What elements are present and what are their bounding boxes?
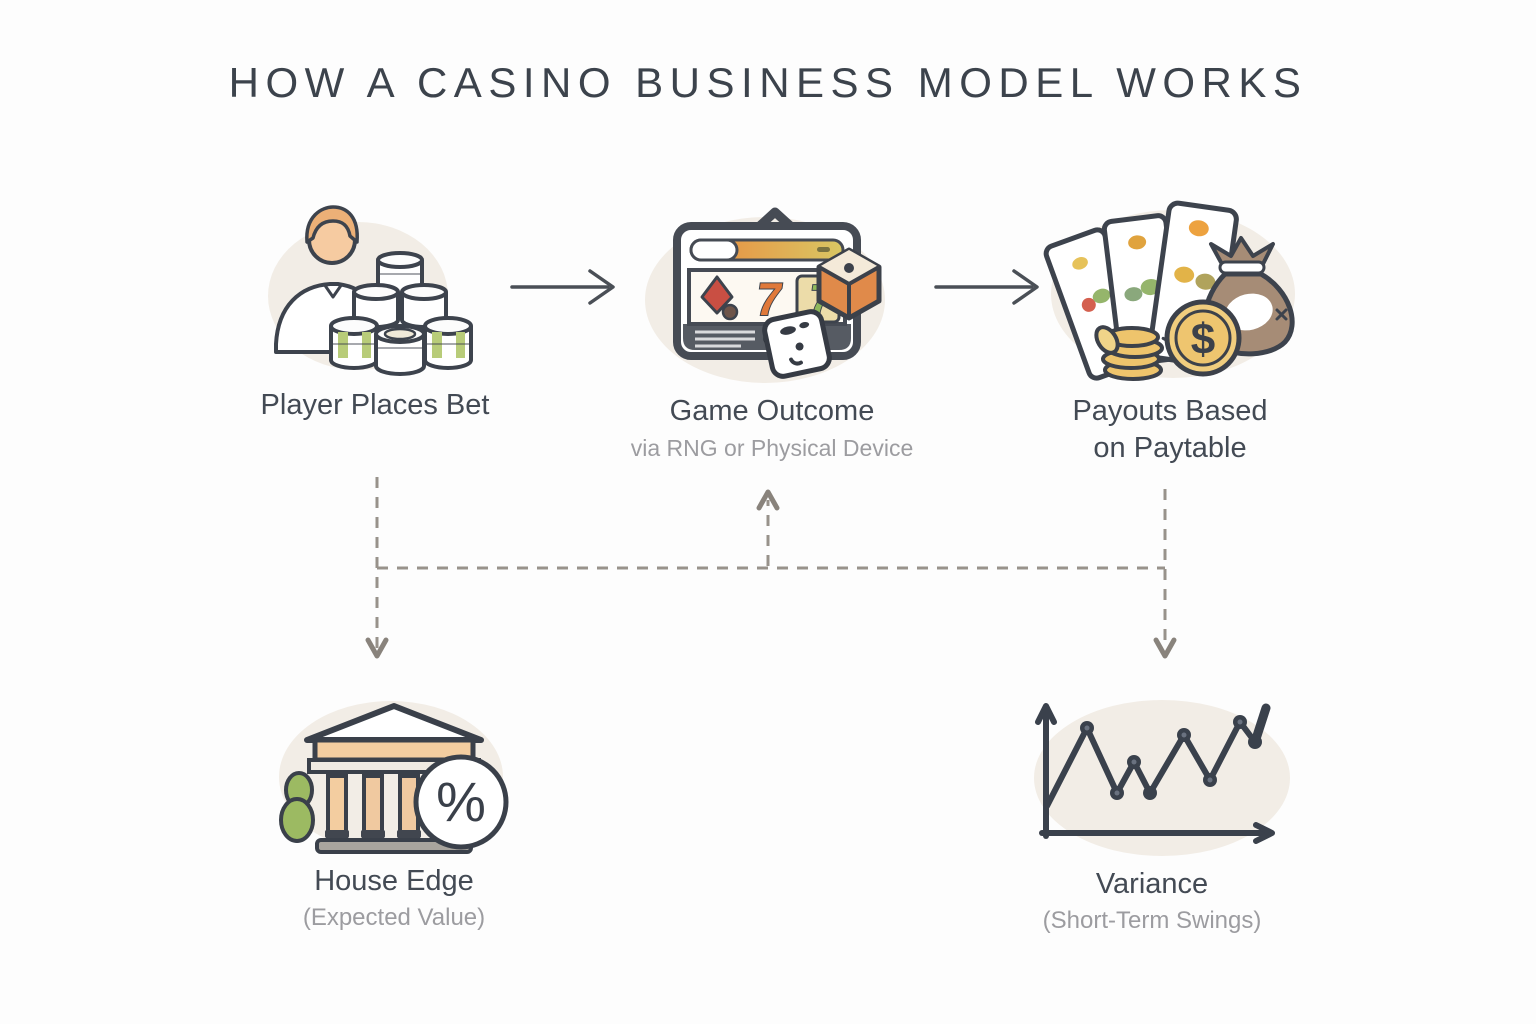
node-player-places-bet: Player Places Bet: [215, 196, 535, 424]
arrowhead-up-outcome: [756, 489, 780, 511]
dollar-sign: $: [1191, 315, 1215, 364]
house-edge-label: House Edge: [314, 865, 474, 897]
bank-percent-icon: %: [279, 701, 509, 854]
line-chart-icon: [1034, 700, 1290, 856]
slot-seven-orange: 7: [753, 273, 786, 325]
node-payouts: $ Payouts Based on Paytable: [1010, 192, 1330, 467]
house-edge-sublabel: (Expected Value): [302, 904, 486, 932]
variance-sublabel: (Short-Term Swings): [1042, 907, 1262, 935]
dashed-arrowheads: [365, 489, 1177, 659]
arrowhead-down-variance: [1153, 637, 1177, 659]
player-label: Player Places Bet: [260, 389, 490, 421]
cards-coins-moneybag-icon: $: [1043, 200, 1295, 381]
node-variance: Variance (Short-Term Swings): [992, 680, 1312, 935]
outcome-label: Game Outcome: [669, 395, 875, 427]
payouts-label: Payouts Based on Paytable: [1072, 395, 1268, 465]
slot-machine-dice-icon: 7 7: [645, 207, 885, 383]
player-with-chips-icon: [268, 205, 473, 376]
arrowhead-down-house-edge: [365, 637, 389, 659]
arrow-outcome-to-payouts: [934, 269, 1039, 305]
node-game-outcome: 7 7 Game Outcome via RNG or: [612, 192, 932, 462]
variance-label: Variance: [1095, 868, 1209, 900]
percent-symbol: %: [436, 770, 486, 833]
page-title: HOW A CASINO BUSINESS MODEL WORKS: [228, 59, 1308, 106]
outcome-sublabel: via RNG or Physical Device: [630, 435, 914, 462]
node-house-edge: % House Edge (Expected Value): [234, 682, 554, 932]
dashed-connectors: [375, 477, 1167, 648]
arrow-player-to-outcome: [510, 269, 615, 305]
